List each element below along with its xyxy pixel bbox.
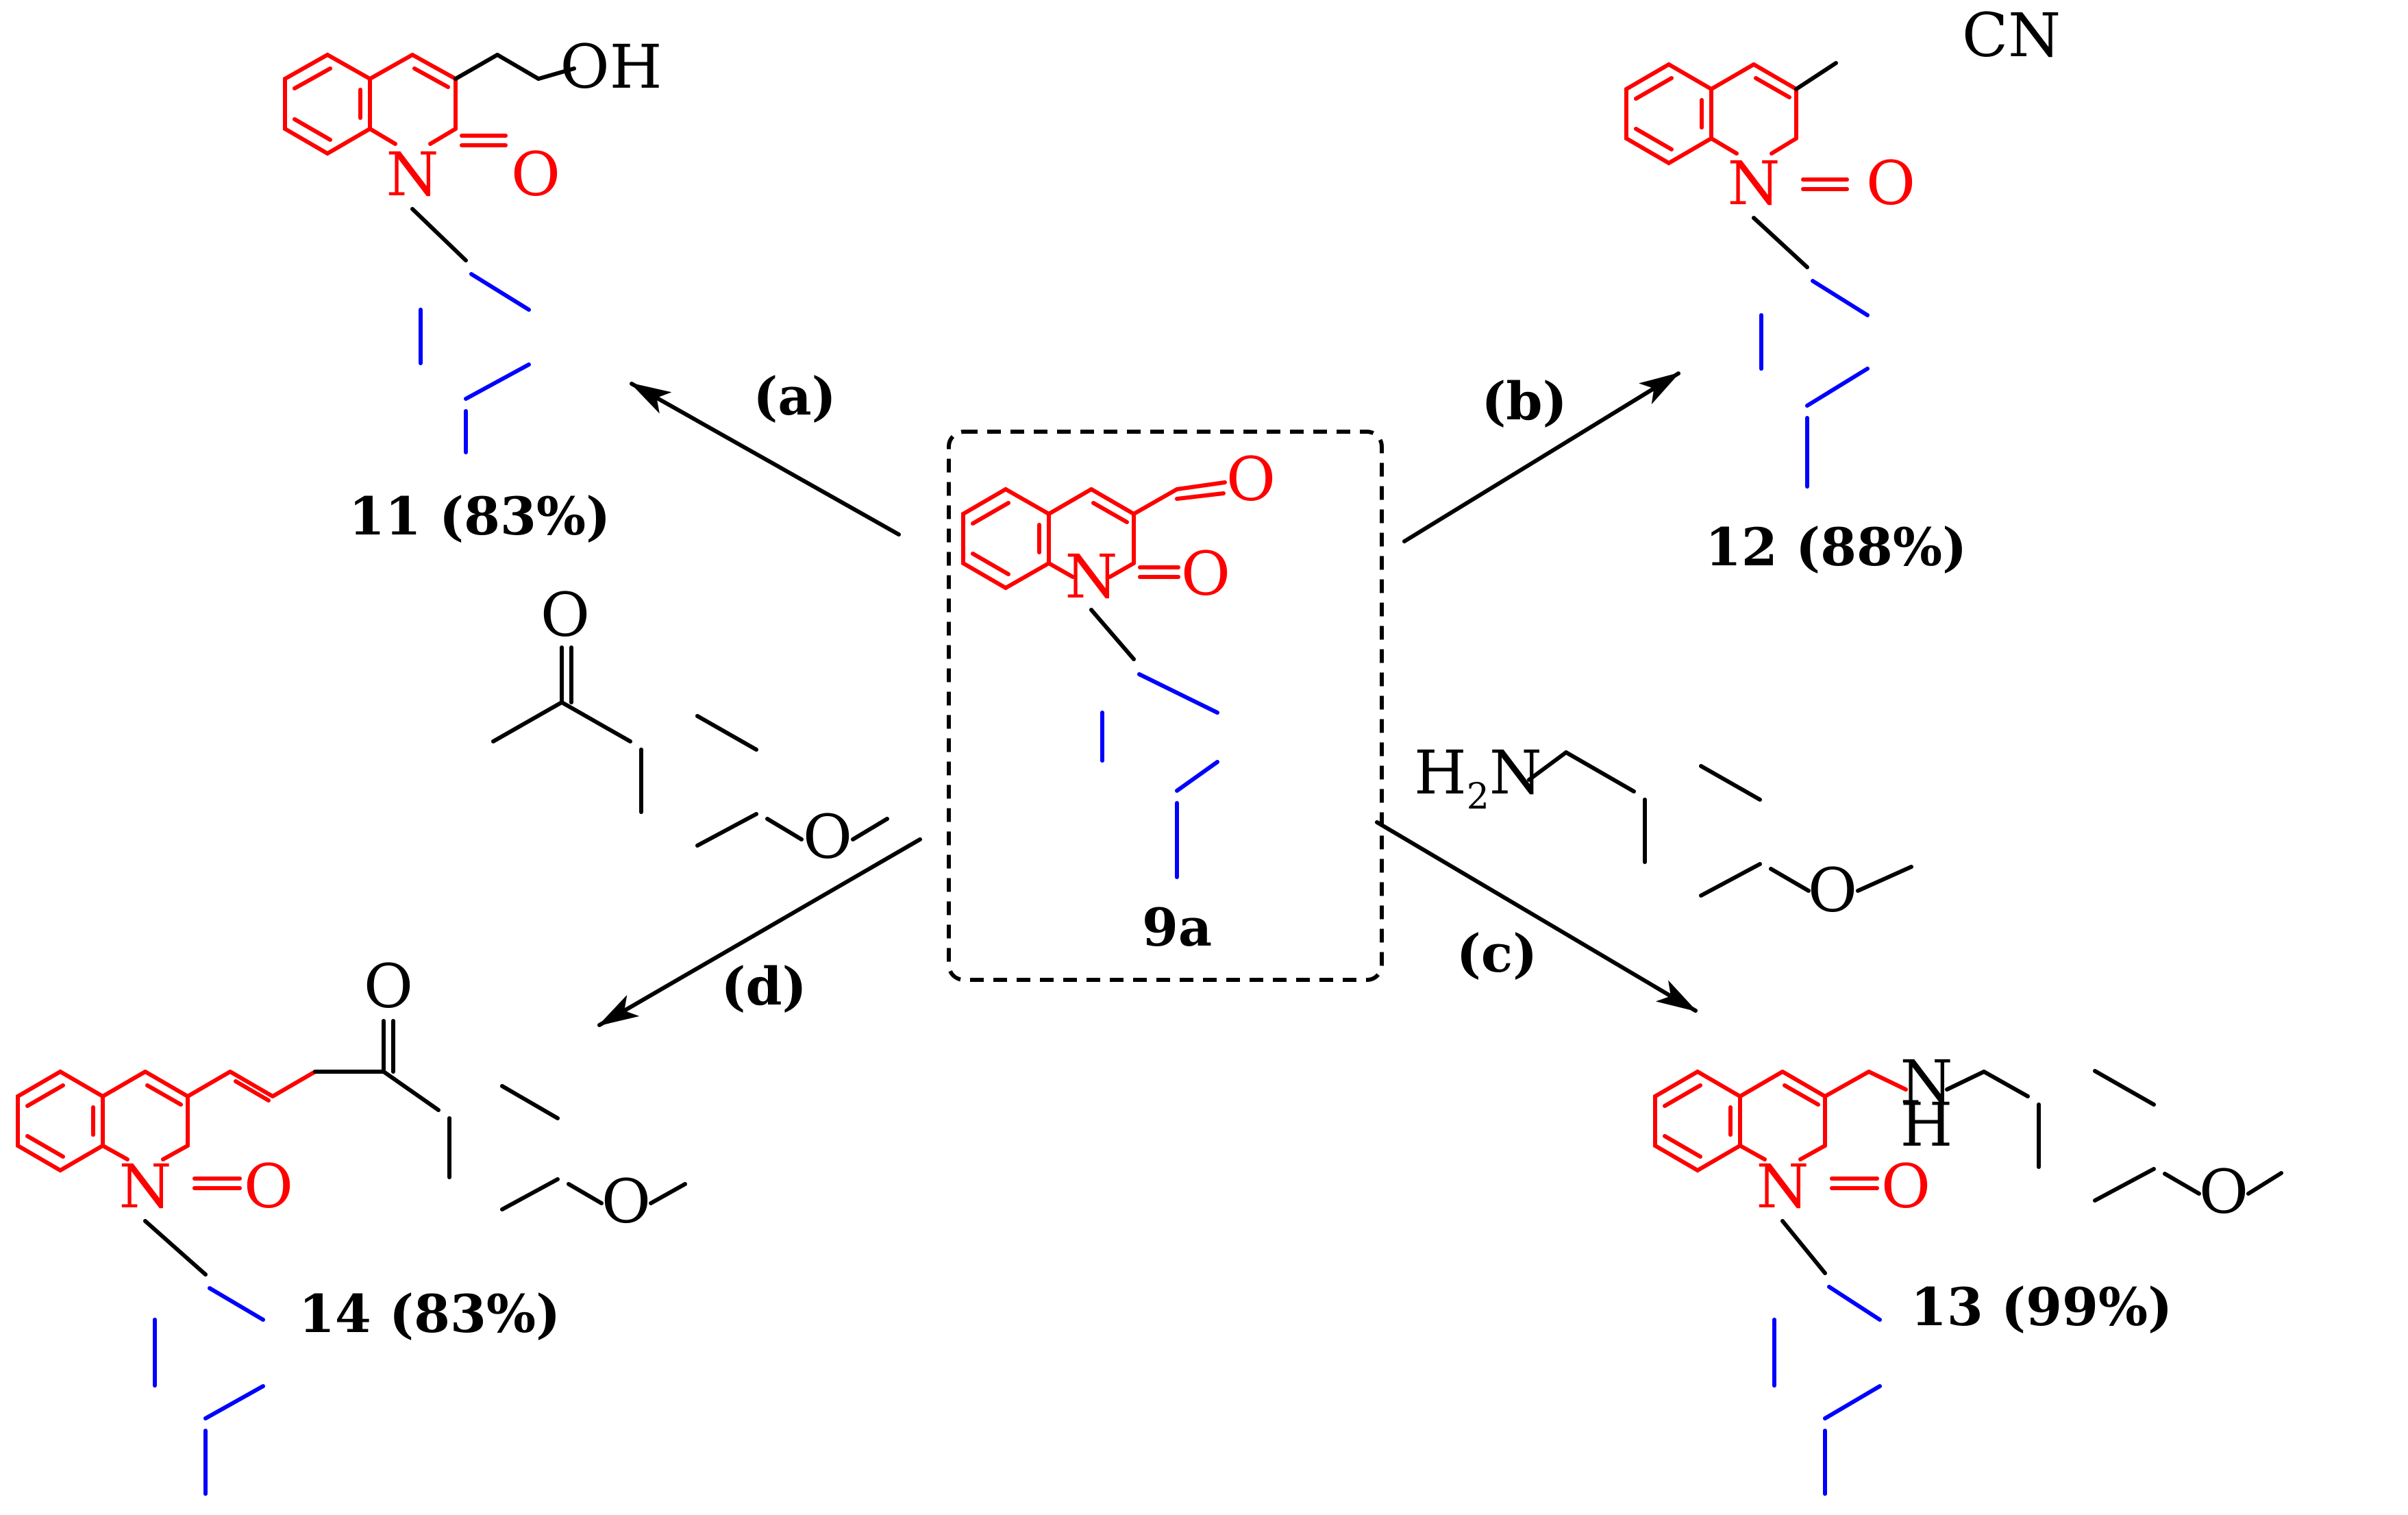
arrow-d <box>597 837 922 1027</box>
ether-O: O <box>1808 855 1857 926</box>
atom-O: O <box>244 1151 293 1222</box>
product-12: CN N O 12 (88%) <box>1624 0 2061 578</box>
atom-N: N <box>1728 148 1780 219</box>
ketone-O: O <box>364 951 413 1022</box>
atom-O: O <box>1866 148 1915 219</box>
ether-O: O <box>2199 1157 2248 1227</box>
reaction-arrows <box>597 371 1698 1027</box>
atom-O: O <box>1881 1151 1931 1222</box>
atom-N: N <box>1757 1151 1809 1222</box>
condition-c: (c) <box>1456 923 1537 984</box>
arrow-a <box>630 382 901 537</box>
amine-H: H <box>1900 1089 1953 1160</box>
dashed-box <box>947 430 1384 982</box>
atom-O-lactam: O <box>1181 539 1230 609</box>
tolyl-group <box>1100 672 1219 879</box>
arrow-c <box>1375 820 1698 1013</box>
ether-O: O <box>601 1166 651 1237</box>
arrow-b <box>1402 371 1680 543</box>
atom-N: N <box>1065 541 1118 612</box>
atom-N: N <box>386 139 439 210</box>
reagent-acetophenone: O O <box>491 580 889 872</box>
product-13: N H O N O 13 (99%) <box>1653 1047 2283 1496</box>
atom-N: N <box>119 1151 172 1222</box>
reagent-benzylamine: H2N O <box>1414 737 1913 926</box>
compound-label-12: 12 (88%) <box>1705 517 1967 578</box>
quinolinone-core <box>961 480 1227 591</box>
condition-d: (d) <box>721 956 806 1017</box>
substituent-CN: CN <box>1962 0 2061 71</box>
amine-N: N <box>1900 1047 1953 1118</box>
start-material-9a: N O O 9a <box>947 430 1384 982</box>
condition-a: (a) <box>753 366 836 427</box>
atom-O: O <box>511 139 560 210</box>
product-14: O O N O 14 (83%) <box>16 951 687 1496</box>
compound-label-13: 13 (99%) <box>1911 1277 2172 1338</box>
amine-H: H2N <box>1414 737 1542 817</box>
atom-O-aldehyde: O <box>1226 444 1276 515</box>
compound-label-14: 14 (83%) <box>299 1283 560 1344</box>
compound-label-9a: 9a <box>1142 897 1212 958</box>
product-11: OH N O 11 (83%) <box>283 32 662 547</box>
ether-O: O <box>803 802 852 872</box>
carbonyl-O: O <box>541 580 590 650</box>
compound-label-11: 11 (83%) <box>349 486 610 547</box>
substituent-OH: OH <box>560 32 662 102</box>
condition-b: (b) <box>1481 371 1567 432</box>
